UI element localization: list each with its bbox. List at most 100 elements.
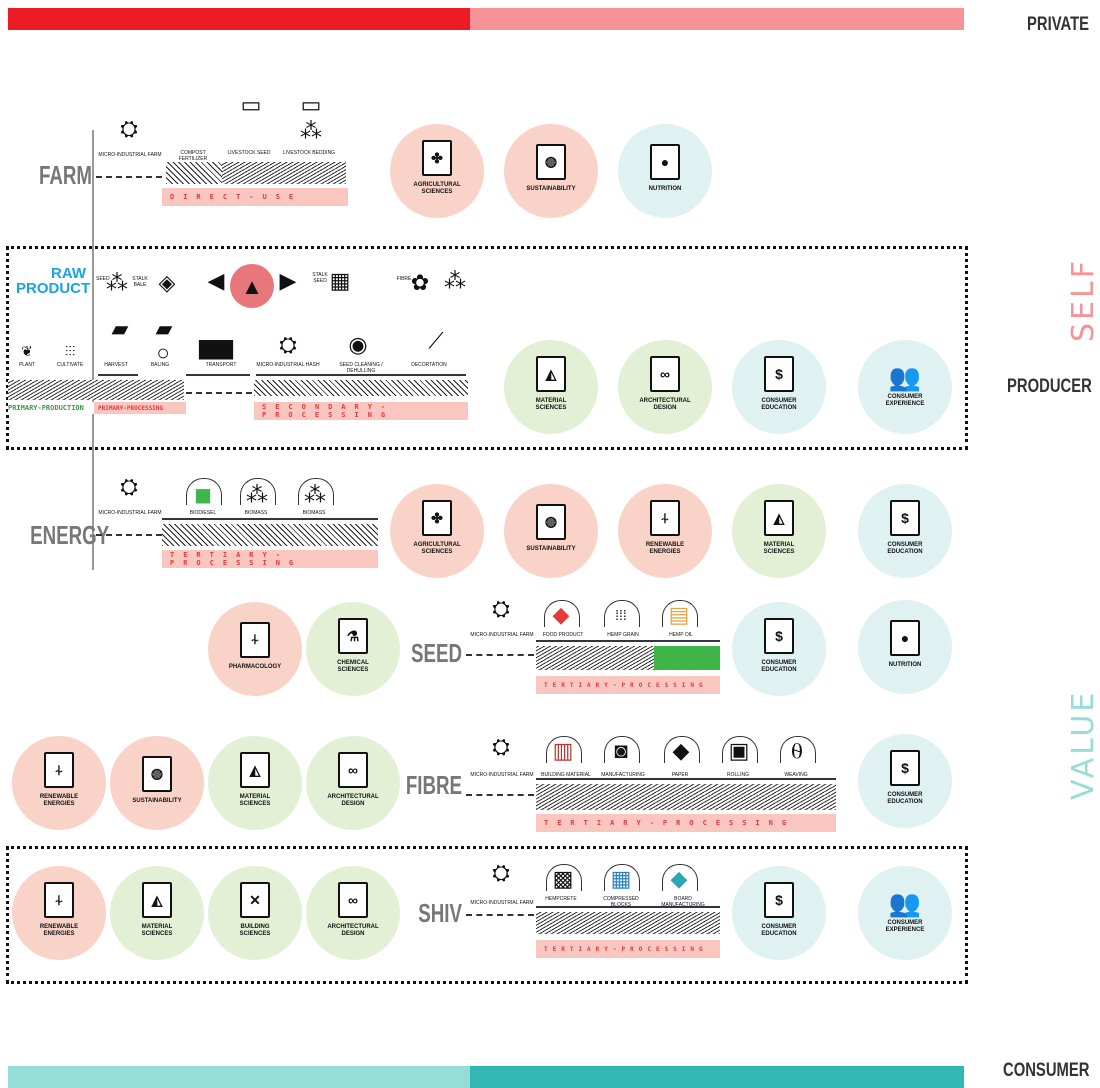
raw-connector [186,392,252,394]
hemp-focus-circle [230,264,274,308]
raw-texture [254,380,468,396]
farm-texture [166,162,222,184]
leaf-icon: ✤ [422,140,452,176]
greenhouse-icon [664,736,700,763]
private-label: PRIVATE [1027,14,1090,35]
dollar-icon: $ [764,618,794,654]
decortation-icon: ⟋ [428,328,444,353]
stalk-seed-icon: ▦ [329,268,351,293]
fibre-circle-sustainability[interactable]: ◍ SUSTAINABILITY [110,736,204,830]
primary-production-strip: PRIMARY-PRODUCTION [8,402,94,414]
cow-icon: ▭ [300,92,322,117]
seed-circle-consumer-education[interactable]: $ CONSUMER EDUCATION [732,602,826,696]
hemp-pile-icon: ▲ [241,274,263,299]
fibre-process-strip: TERTIARY-PROCESSING [536,814,836,832]
consumer-label: CONSUMER [1003,1060,1090,1081]
seed-cluster-icon: ⁂ [106,270,128,295]
fibre-circle-architectural-design[interactable]: ∞ ARCHITECTURAL DESIGN [306,736,400,830]
fibre-circle-consumer-education[interactable]: $ CONSUMER EDUCATION [858,734,952,828]
shiv-circle-consumer-experience[interactable]: 👥 CONSUMER EXPERIENCE [858,866,952,960]
energy-connector [96,534,162,536]
seed-circle-pharmacology[interactable]: ⍭ PHARMACOLOGY [208,602,302,696]
globe-icon: ◍ [536,503,566,540]
energy-circle-renewable-energies[interactable]: ⍭ RENEWABLE ENERGIES [618,484,712,578]
raw-underline [186,374,250,376]
cleaning-icon: ◉ [348,332,368,357]
seed-process-strip: TERTIARY-PROCESSING [536,676,720,694]
raw-caption: MICRO-INDUSTRIAL HASH [256,362,320,368]
seed-caption: HEMP OIL [669,632,693,638]
shiv-circle-building-sciences[interactable]: ✕ BUILDING SCIENCES [208,866,302,960]
farm-circle-agricultural-sciences[interactable]: ✤ AGRICULTURAL SCIENCES [390,124,484,218]
seed-texture [536,646,654,670]
producer-label: PRODUCER [1007,376,1092,397]
row-label-fibre: FIBRE [405,770,462,800]
factory-icon: ⛭ [279,332,297,357]
fibre-connector [466,794,534,796]
private-bar-light [470,8,964,30]
seed-icon: ⁂ [444,268,466,293]
rock-icon: ◭ [142,882,172,918]
energy-circle-sustainability[interactable]: ◍ SUSTAINABILITY [504,484,598,578]
farm-circle-sustainability[interactable]: ◍ SUSTAINABILITY [504,124,598,218]
farm-caption: LIVESTOCK BEDDING [282,150,336,156]
raw-small-caption: FIBRE [396,276,412,282]
spine-line [92,130,94,570]
secondary-processing-strip: SECONDARY-PROCESSING [254,402,468,420]
energy-process-strip: TERTIARY-PROCESSING [162,550,378,568]
energy-circle-consumer-education[interactable]: $ CONSUMER EDUCATION [858,484,952,578]
private-bar-strong [8,8,470,30]
self-sustenance-label: SELF SUSTENANCE [1066,258,1100,342]
shiv-circle-renewable-energies[interactable]: ⍭ RENEWABLE ENERGIES [12,866,106,960]
raw-small-caption: STALK SEED [312,272,328,284]
cultivate-icon: ⫶⫶⫶ [64,343,76,359]
raw-caption: DECORTATION [411,362,447,368]
globe-icon: ◍ [536,143,566,180]
biomass-icon: ⁂ [304,482,326,507]
shiv-circle-consumer-education[interactable]: $ CONSUMER EDUCATION [732,866,826,960]
globe-icon: ◍ [142,755,172,792]
energy-caption: BIOMASS [244,510,268,516]
oil-icon: ▤ [668,602,690,627]
fibre-circle-material-sciences[interactable]: ◭ MATERIAL SCIENCES [208,736,302,830]
leaf-icon: ✤ [422,500,452,536]
seed-circle-chemical-sciences[interactable]: ⚗ CHEMICAL SCIENCES [306,602,400,696]
people-icon: 👥 [888,362,922,392]
row-label-energy: ENERGY [30,520,110,550]
seed-connector [466,654,534,656]
hempcrete-icon: ▩ [552,866,574,891]
farm-caption: MICRO-INDUSTRIAL FARM [98,152,162,158]
energy-circle-material-sciences[interactable]: ◭ MATERIAL SCIENCES [732,484,826,578]
shiv-caption: MICRO-INDUSTRIAL FARM [470,900,534,906]
raw-caption: CULTIVATE [56,362,84,368]
energy-factory-icon: ⛭ [120,474,138,499]
people-icon: 👥 [888,888,922,918]
tools-icon: ✕ [240,882,270,918]
shiv-circle-architectural-design[interactable]: ∞ ARCHITECTURAL DESIGN [306,866,400,960]
greenhouse-icon [662,864,698,891]
blocks-icon: ▦ [610,866,632,891]
energy-circle-agricultural-sciences[interactable]: ✤ AGRICULTURAL SCIENCES [390,484,484,578]
truck-icon: ▆▆ [199,334,233,359]
raw-circle-material-sciences[interactable]: ◭ MATERIAL SCIENCES [504,340,598,434]
shiv-factory-icon: ⛭ [492,860,510,885]
farm-circle-nutrition[interactable]: ● NUTRITION [618,124,712,218]
seed-circle-nutrition[interactable]: ● NUTRITION [858,600,952,694]
primary-processing-strip: PRIMARY-PROCESSING [94,402,186,414]
raw-circle-consumer-education[interactable]: $ CONSUMER EDUCATION [732,340,826,434]
row-label-seed: SEED [411,638,462,668]
rock-icon: ◭ [764,500,794,536]
raw-small-caption: STALK BALE [132,276,148,288]
shiv-circle-material-sciences[interactable]: ◭ MATERIAL SCIENCES [110,866,204,960]
raw-circle-architectural-design[interactable]: ∞ ARCHITECTURAL DESIGN [618,340,712,434]
baler-icon: ▰ [155,316,173,341]
value-add-label: VALUE ADD [1066,689,1100,800]
farm-caption: LIVESTOCK SEED [227,150,271,156]
raw-small-caption: SEED [96,276,110,282]
shiv-texture [536,912,720,934]
greenhouse-icon [546,736,582,763]
board-icon: ◆ [670,866,688,891]
fibre-circle-renewable-energies[interactable]: ⍭ RENEWABLE ENERGIES [12,736,106,830]
cow-icon: ▭ [240,92,262,117]
raw-circle-consumer-experience[interactable]: 👥 CONSUMER EXPERIENCE [858,340,952,434]
